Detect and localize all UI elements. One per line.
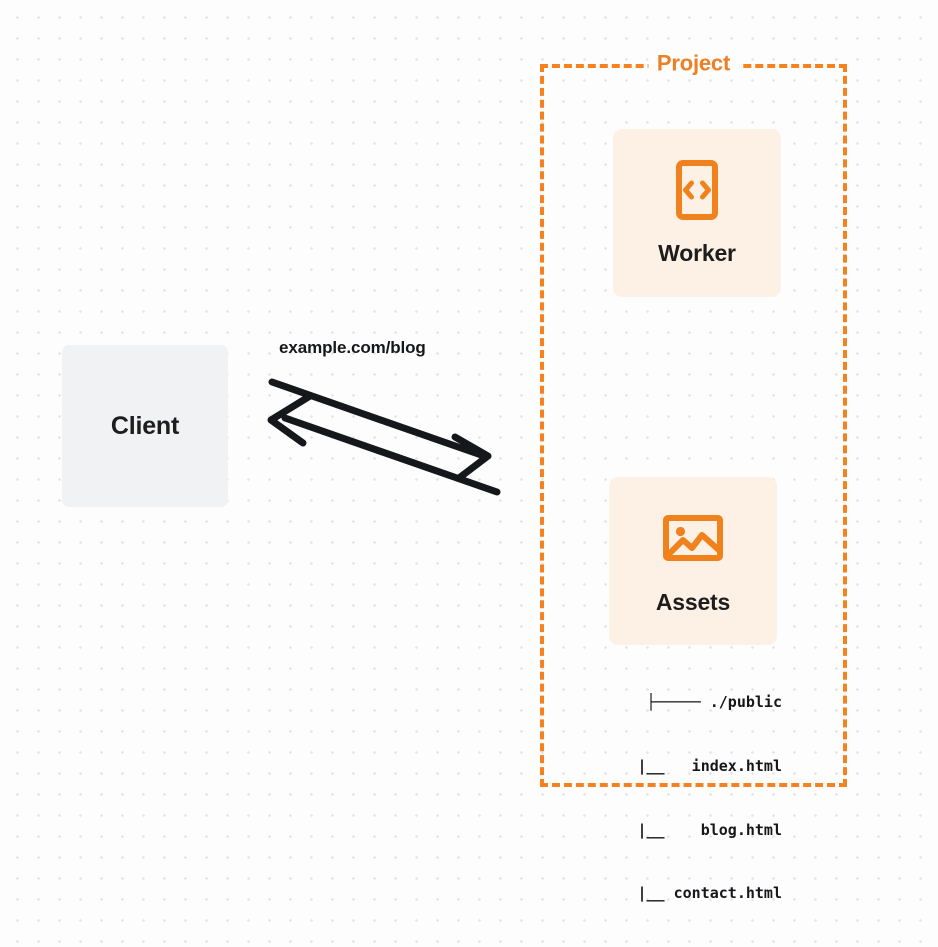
file-tree-row: ├───── ./public <box>646 693 782 712</box>
assets-node-label: Assets <box>655 589 731 615</box>
request-url-label: example.com/blog <box>279 338 426 357</box>
worker-node-label: Worker <box>658 240 736 266</box>
file-tree-row: |__ contact.html <box>592 884 782 903</box>
worker-node[interactable]: Worker <box>613 129 781 297</box>
assets-node[interactable]: Assets <box>609 477 777 645</box>
file-tree-row: |__ index.html <box>592 757 782 776</box>
asset-file-tree: ├───── ./public |__ index.html |__ blog.… <box>588 650 782 947</box>
image-picture-icon <box>661 506 725 570</box>
diagram-canvas: Client example.com/blog Project Worker <box>62 50 847 902</box>
project-group-boundary: Project <box>540 50 847 787</box>
file-tree-row: |__ blog.html <box>592 820 782 839</box>
client-node[interactable]: Client <box>62 345 228 507</box>
arrow-left-to-client <box>267 392 501 496</box>
client-node-label: Client <box>110 411 180 440</box>
project-group-label: Project <box>647 50 740 77</box>
arrow-right-to-project <box>268 378 492 482</box>
code-document-icon <box>666 159 728 221</box>
